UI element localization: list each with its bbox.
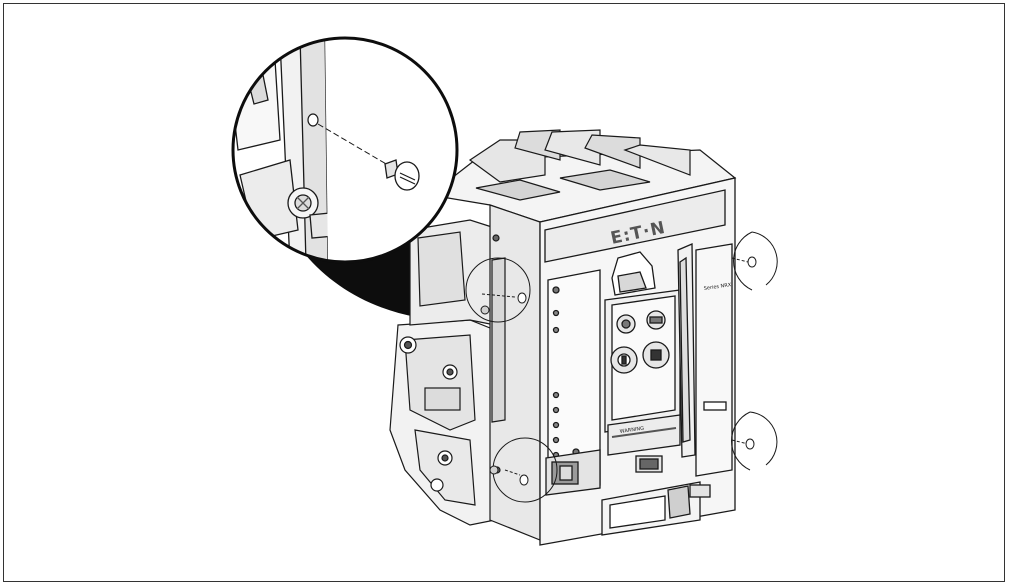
magnified-detail — [231, 36, 459, 264]
screw-icon — [747, 256, 757, 268]
screw-icon — [745, 438, 755, 450]
screw-hole-icon — [307, 113, 319, 127]
series-label: Series NRX — [703, 282, 732, 292]
breaker-side-mechanism — [389, 219, 496, 526]
screw-icon — [517, 292, 527, 304]
screw-closeup-icon — [384, 159, 420, 191]
breaker-front-face — [539, 177, 736, 546]
breaker-top-terminals — [428, 129, 737, 223]
screw-callout-upper-left — [465, 257, 531, 323]
screw-icon — [519, 474, 529, 486]
screw-callout-lower-left — [489, 437, 558, 503]
screw-callout-lower-right — [731, 411, 778, 471]
warning-label: WARNING — [619, 426, 644, 435]
screw-callout-upper-right — [731, 231, 778, 291]
breaker-side-panel — [489, 204, 541, 541]
